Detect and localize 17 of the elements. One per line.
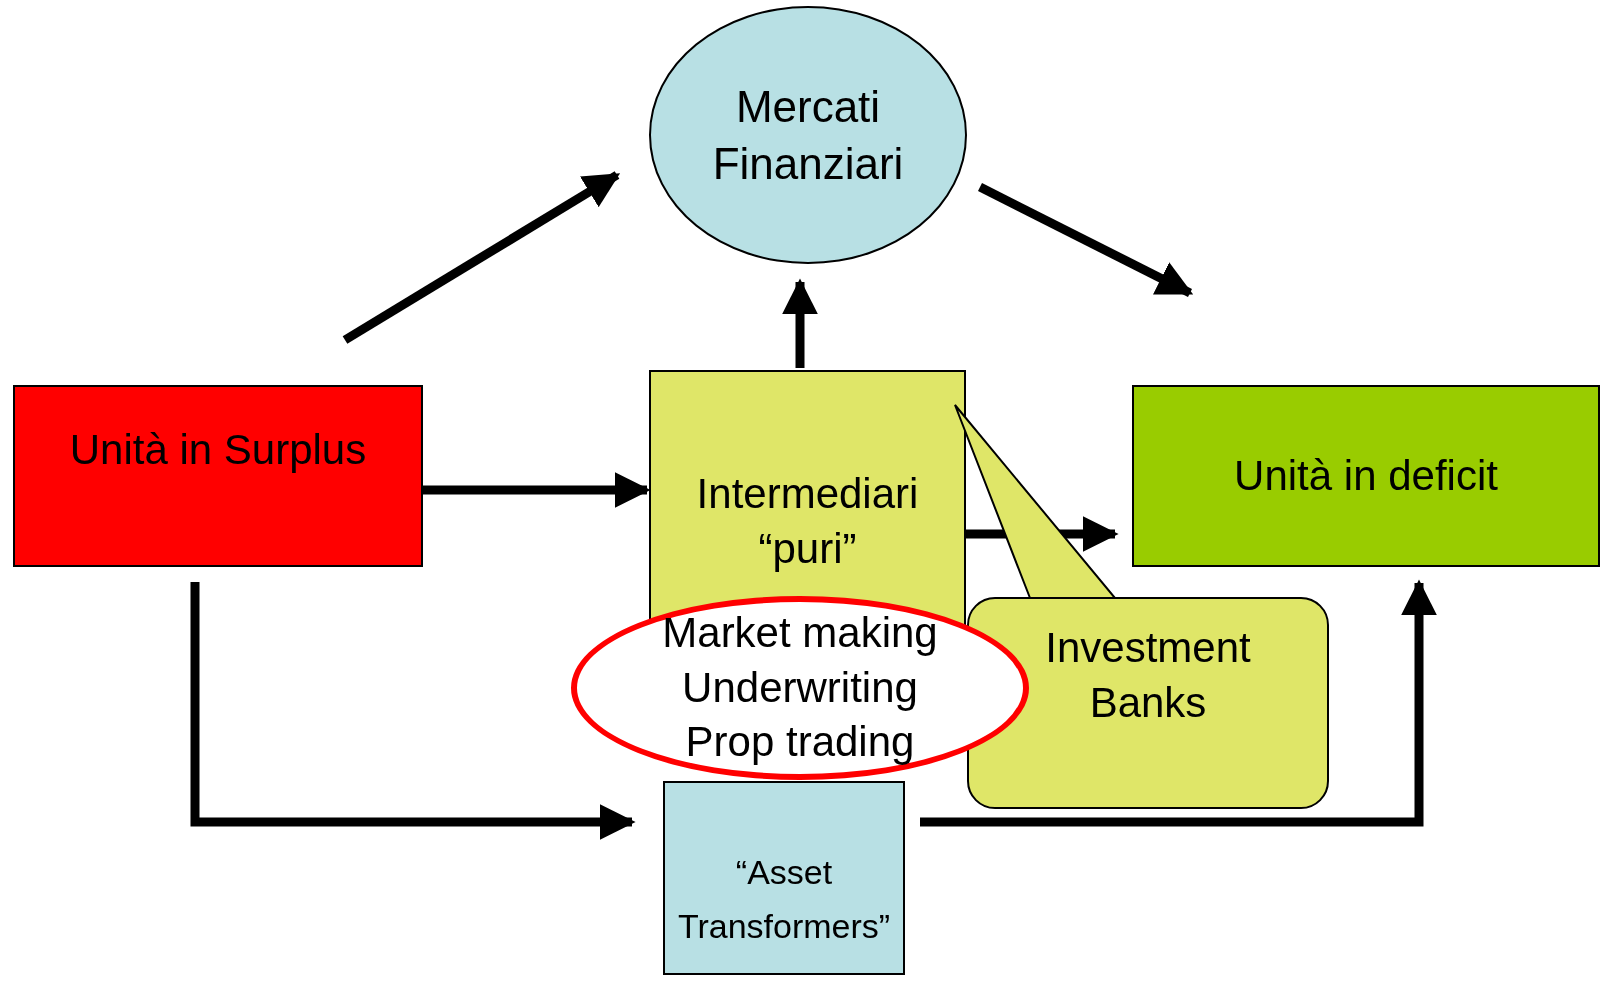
process-box (13, 385, 423, 567)
node-label: Intermediari “puri” (695, 469, 920, 574)
node-label: Unità in Surplus (69, 425, 367, 475)
node-label: Unità in deficit (1234, 450, 1498, 501)
arrow (782, 278, 818, 368)
arrow (190, 582, 636, 840)
callout-pointer (954, 404, 1118, 599)
node-label: Investment Banks (1044, 623, 1252, 728)
process-box (1132, 385, 1600, 567)
arrow (977, 183, 1194, 297)
node-label: Market making Underwriting Prop trading (661, 608, 939, 768)
arrow (342, 171, 621, 344)
process-box (663, 781, 905, 975)
node-label: Mercati Finanziari (711, 80, 905, 190)
arrow (423, 472, 651, 508)
arrow (920, 579, 1437, 827)
node-label: “Asset Transformers” (676, 852, 892, 948)
